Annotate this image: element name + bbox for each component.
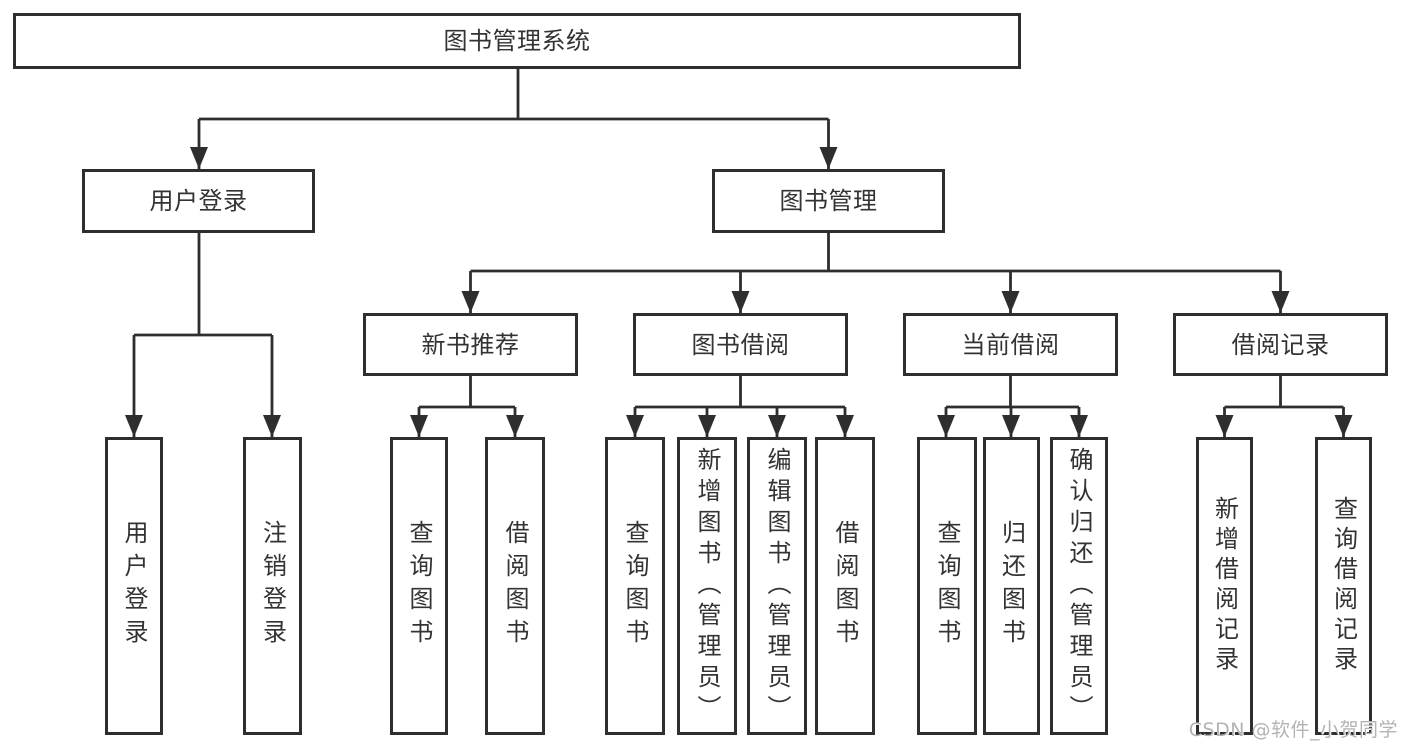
leaf-edit-book-admin-label: 编辑图书（管理员） xyxy=(763,446,791,726)
leaf-confirm-return-admin-label: 确认归还（管理员） xyxy=(1065,446,1093,726)
leaf-query-books-current: 查询图书 xyxy=(917,437,977,735)
node-user-login: 用户登录 xyxy=(82,169,315,233)
leaf-edit-book-admin: 编辑图书（管理员） xyxy=(747,437,807,735)
leaf-borrow-books-recommend-label: 借阅图书 xyxy=(501,520,529,652)
node-book-management-label: 图书管理 xyxy=(779,187,878,215)
leaf-logout-label: 注销登录 xyxy=(258,520,287,652)
leaf-user-login: 用户登录 xyxy=(105,437,163,735)
leaf-confirm-return-admin: 确认归还（管理员） xyxy=(1050,437,1108,735)
leaf-query-books-borrow-label: 查询图书 xyxy=(621,520,649,652)
leaf-add-book-admin: 新增图书（管理员） xyxy=(677,437,737,735)
node-book-management: 图书管理 xyxy=(712,169,945,233)
leaf-query-books-recommend: 查询图书 xyxy=(390,437,448,735)
leaf-query-books-recommend-label: 查询图书 xyxy=(405,520,433,652)
leaf-borrow-books-label: 借阅图书 xyxy=(831,520,859,652)
leaf-return-books-label: 归还图书 xyxy=(997,520,1026,652)
node-borrow-records-label: 借阅记录 xyxy=(1231,330,1330,359)
node-library-system-label: 图书管理系统 xyxy=(443,27,591,55)
leaf-add-book-admin-label: 新增图书（管理员） xyxy=(693,446,721,726)
node-current-borrow-label: 当前借阅 xyxy=(961,330,1060,359)
node-book-borrow-label: 图书借阅 xyxy=(691,330,790,359)
node-current-borrow: 当前借阅 xyxy=(903,313,1118,376)
leaf-query-books-current-label: 查询图书 xyxy=(933,520,961,652)
csdn-watermark: CSDN @软件_小贺同学 xyxy=(1188,719,1398,741)
node-book-borrow: 图书借阅 xyxy=(633,313,848,376)
leaf-add-borrow-record: 新增借阅记录 xyxy=(1196,437,1253,735)
node-user-login-label: 用户登录 xyxy=(149,187,248,215)
leaf-query-borrow-record-label: 查询借阅记录 xyxy=(1329,496,1358,676)
node-borrow-records: 借阅记录 xyxy=(1173,313,1388,376)
node-new-book-recommend-label: 新书推荐 xyxy=(421,330,520,359)
connector-trunks xyxy=(134,69,1344,409)
leaf-query-borrow-record: 查询借阅记录 xyxy=(1315,437,1372,735)
node-library-system: 图书管理系统 xyxy=(13,13,1021,69)
leaf-logout: 注销登录 xyxy=(243,437,302,735)
leaf-return-books: 归还图书 xyxy=(983,437,1040,735)
leaf-user-login-label: 用户登录 xyxy=(120,520,148,652)
leaf-add-borrow-record-label: 新增借阅记录 xyxy=(1210,496,1239,676)
leaf-query-books-borrow: 查询图书 xyxy=(605,437,665,735)
leaf-borrow-books: 借阅图书 xyxy=(815,437,875,735)
leaf-borrow-books-recommend: 借阅图书 xyxy=(485,437,545,735)
node-new-book-recommend: 新书推荐 xyxy=(363,313,578,376)
